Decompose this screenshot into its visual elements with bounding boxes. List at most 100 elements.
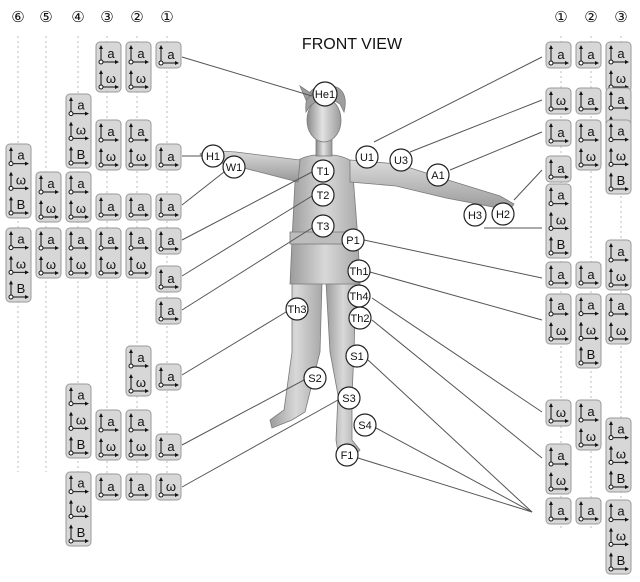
gyroscope-icon: ω [578,148,599,168]
node-s4: S4 [353,413,377,437]
accelerometer-icon-label: a [587,124,595,139]
sensor-badge: a [575,261,602,289]
gyroscope-icon: ω [548,322,569,342]
gyroscope-icon-label: ω [556,212,566,227]
accelerometer-icon: a [68,475,89,495]
accelerometer-icon-label: a [107,414,115,429]
accelerometer-icon-label: a [137,199,145,214]
gyroscope-icon-label: ω [586,429,596,444]
accelerometer-icon: a [548,501,569,522]
accelerometer-icon-label: a [587,298,595,313]
accelerometer-icon-label: a [17,232,25,247]
sensor-badge: aω [95,119,122,171]
accelerometer-icon-label: a [137,350,145,365]
sensor-badge: a [545,155,572,183]
gyroscope-icon-label: ω [586,149,596,164]
node-th4: Th4 [347,284,371,308]
sensor-badge: aω [605,239,632,291]
gyroscope-icon-label: ω [136,71,146,86]
line-p1-right [363,239,543,279]
gyroscope-icon-label: ω [136,149,146,164]
gyroscope-icon-label: ω [166,479,176,494]
accelerometer-icon-label: a [587,47,595,62]
accelerometer-icon: a [38,175,59,195]
sensor-badge: aω [95,41,122,93]
accelerometer-icon-label: a [137,414,145,429]
page-title: FRONT VIEW [302,36,403,53]
accelerometer-icon: a [158,45,179,66]
accelerometer-icon: a [8,147,29,167]
sensor-badge-bg [575,119,602,171]
accelerometer-icon-label: a [617,244,625,259]
node-label-s4: S4 [358,420,371,432]
gyroscope-icon-label: ω [556,473,566,488]
gyroscope-icon: ω [68,121,89,141]
gyroscope-icon-label: ω [76,122,86,137]
gyroscope-icon: ω [128,70,149,90]
accelerometer-icon: a [98,197,119,218]
gyroscope-icon-label: ω [76,257,86,272]
line-a1-right [449,131,543,171]
accelerometer-icon-label: a [617,124,625,139]
line-h2-right [513,169,543,201]
sensor-badge: aωB [605,499,632,575]
magnetometer-icon: B [608,552,629,572]
sensor-badge-bg [95,227,122,279]
gyroscope-icon: ω [38,256,59,276]
accelerometer-icon: a [578,123,599,143]
gyroscope-icon: ω [128,256,149,276]
gyroscope-icon-label: ω [106,71,116,86]
sensor-badge-bg [35,171,62,223]
line-th4-right [371,297,543,413]
accelerometer-icon: a [68,387,89,407]
gyroscope-icon: ω [608,527,629,547]
gyroscope-icon: ω [98,70,119,90]
gyroscope-icon: ω [608,268,629,288]
line-s1-right [367,359,533,513]
accelerometer-icon-label: a [107,199,115,214]
sensor-badge: a [155,193,182,221]
node-label-th4: Th4 [350,291,369,303]
magnetometer-icon: B [608,172,629,192]
sensor-badge: a [155,433,182,461]
sensor-badge: aωB [605,417,632,493]
right-col-1: ① [554,8,567,26]
sensor-badge: aω [605,41,632,93]
sensor-badge: a [155,265,182,293]
sensor-badge: a [545,261,572,289]
accelerometer-icon: a [158,437,179,458]
magnetometer-icon-label: B [77,437,86,452]
sensor-badge: aωB [65,383,92,459]
sensor-badge-bg [125,119,152,171]
node-h1: H1 [201,144,225,168]
sensor-badge: a [545,41,572,69]
sensor-badge-bg [35,227,62,279]
gyroscope-icon-label: ω [556,323,566,338]
node-label-th1: Th1 [350,266,369,278]
gyroscope-icon: ω [38,200,59,220]
left-col-4: ④ [71,8,84,26]
sensor-badge-bg [125,345,152,397]
sensor-badge-bg [65,171,92,223]
gyroscope-icon-label: ω [616,528,626,543]
accelerometer-icon: a [128,197,149,218]
sensor-badge: aω [65,227,92,279]
sensor-badge: aωB [605,119,632,195]
accelerometer-icon-label: a [167,271,175,286]
gyroscope-icon: ω [578,321,599,341]
sensor-badge: aωB [575,293,602,369]
sensor-badge: a [575,87,602,115]
left-col-5: ⑤ [39,8,52,26]
magnetometer-icon-label: B [77,525,86,540]
accelerometer-icon-label: a [167,47,175,62]
sensor-badge-bg [95,409,122,461]
gyroscope-icon-label: ω [46,201,56,216]
accelerometer-icon-label: a [137,46,145,61]
accelerometer-icon: a [158,231,179,252]
accelerometer-icon-label: a [167,199,175,214]
magnetometer-icon-label: B [587,347,596,362]
accelerometer-icon: a [548,187,569,207]
node-u1: U1 [355,145,379,169]
node-t2: T2 [311,183,335,207]
accelerometer-icon: a [548,297,569,317]
